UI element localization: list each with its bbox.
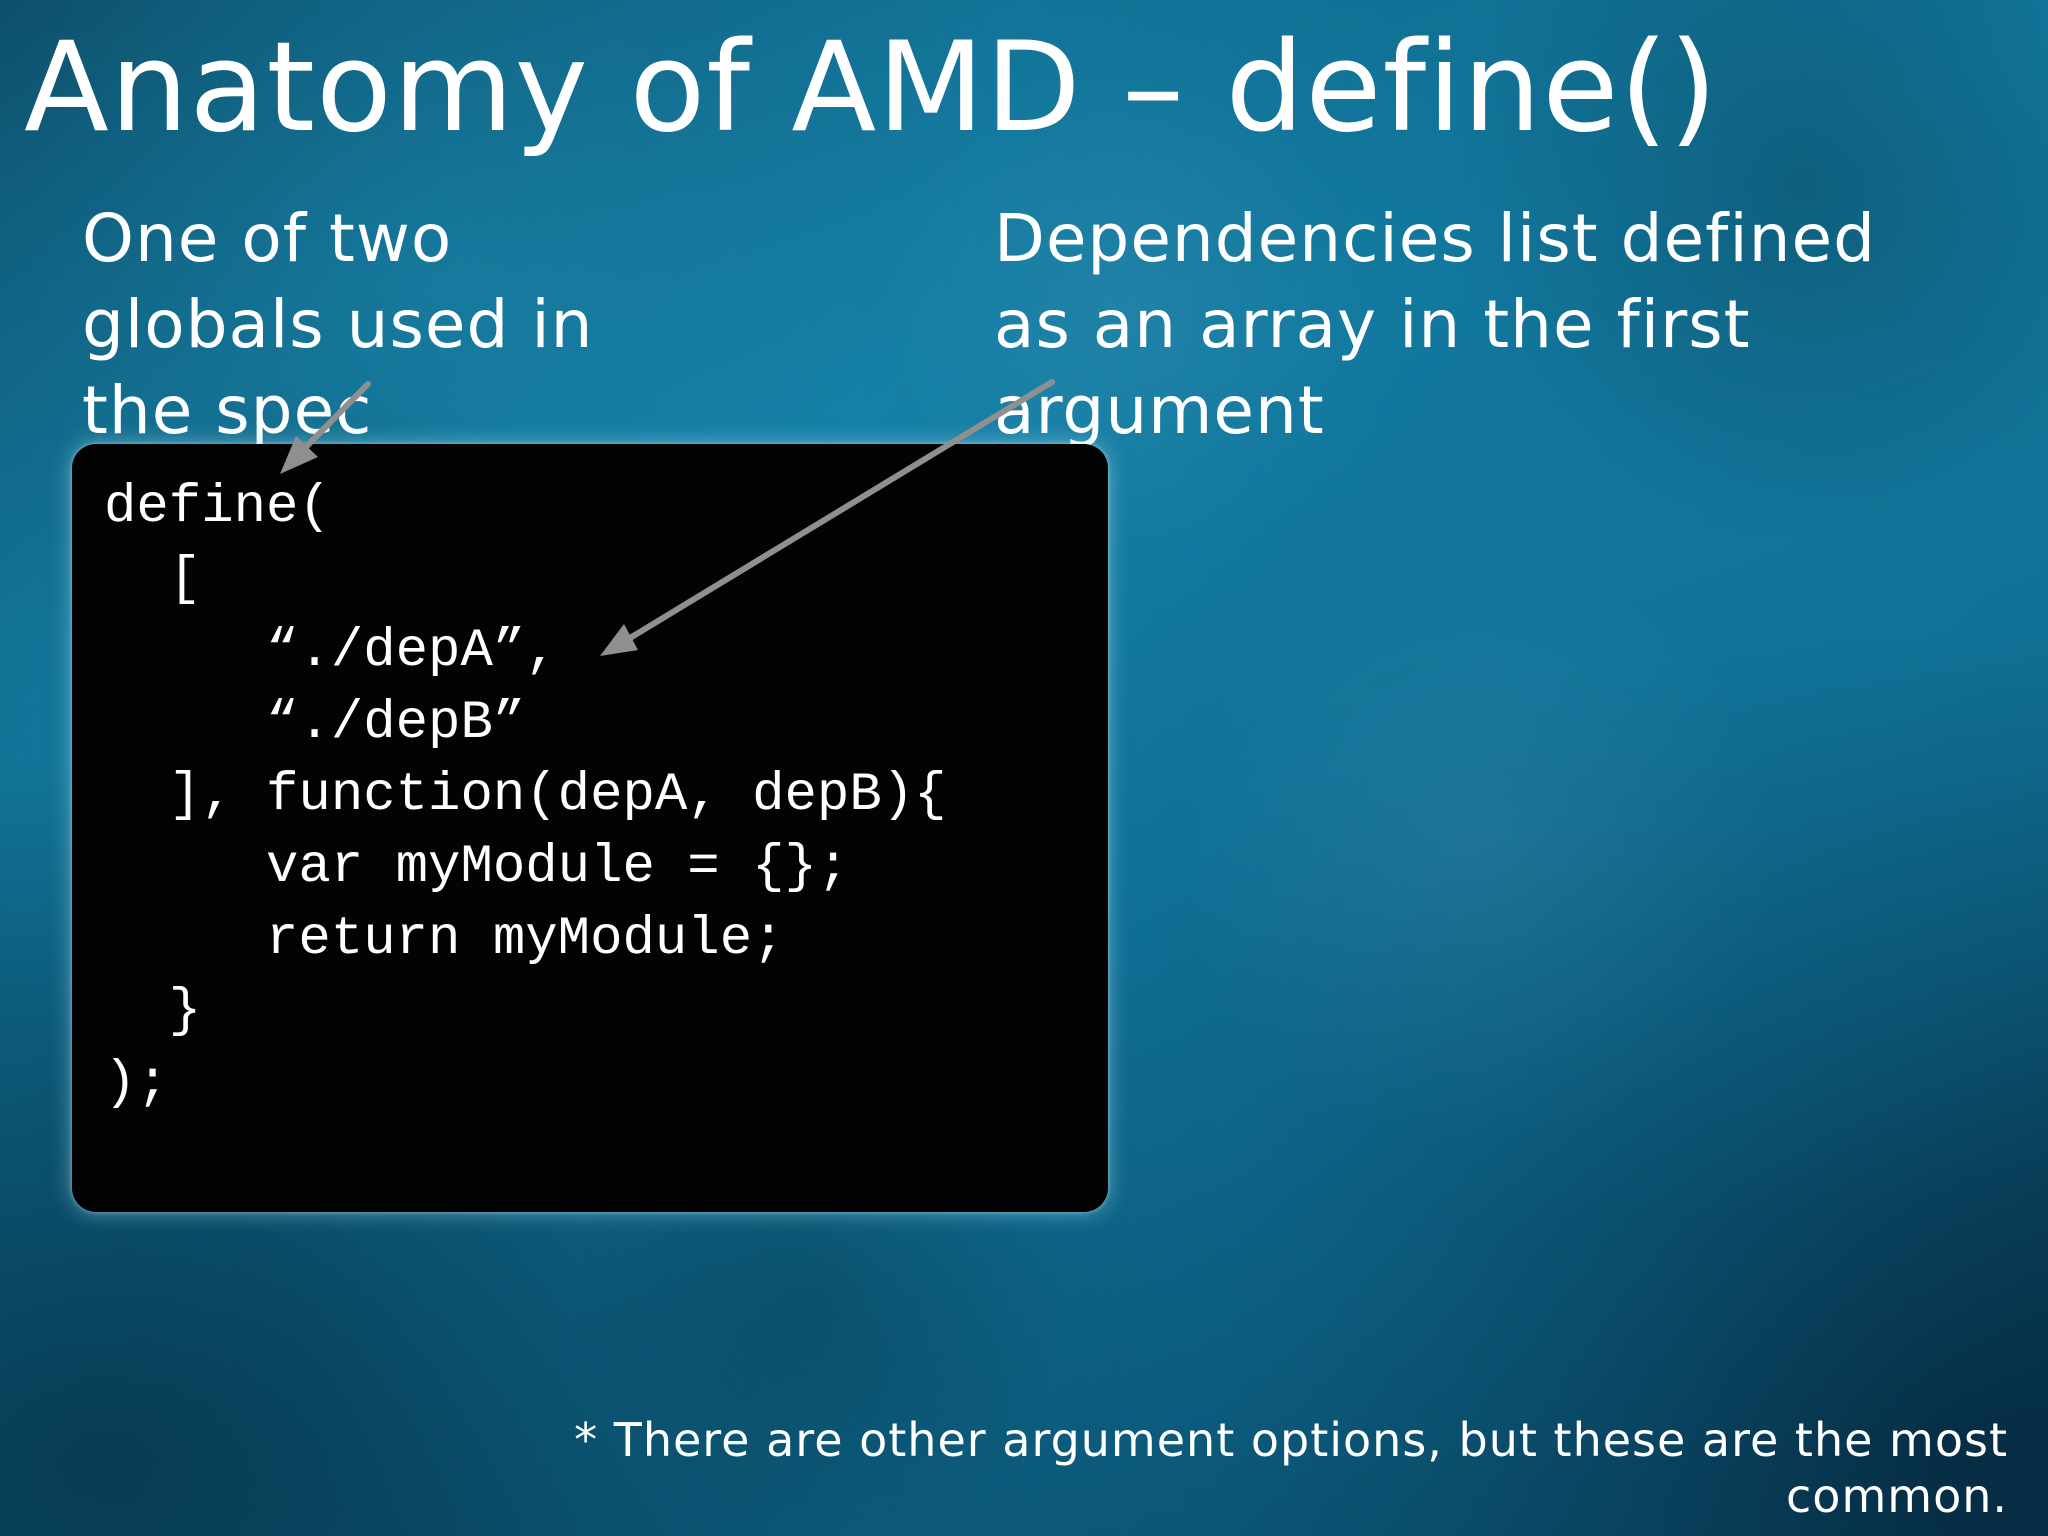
code-line: } [104, 981, 202, 1042]
code-line: ); [104, 1053, 169, 1114]
code-line: return myModule; [104, 909, 785, 970]
annotation-dependencies-line: as an array in the first [994, 286, 1751, 363]
code-line: var myModule = {}; [104, 837, 850, 898]
annotation-globals-line: the spec [82, 372, 373, 449]
annotation-globals-line: One of two [82, 200, 453, 277]
annotation-dependencies: Dependencies list defined as an array in… [994, 196, 1876, 454]
code-line: [ [104, 549, 202, 610]
code-line: “./depB” [104, 693, 526, 754]
code-line: define( [104, 477, 331, 538]
slide-title: Anatomy of AMD – define() [24, 16, 1719, 160]
annotation-globals: One of two globals used in the spec [82, 196, 594, 454]
footnote-line: * There are other argument options, but … [574, 1413, 2008, 1467]
annotation-globals-line: globals used in [82, 286, 594, 363]
annotation-dependencies-line: argument [994, 372, 1325, 449]
annotation-dependencies-line: Dependencies list defined [994, 200, 1877, 277]
code-line: ], function(depA, depB){ [104, 765, 947, 826]
footnote-line: common. [1786, 1469, 2008, 1523]
code-line: “./depA”, [104, 621, 558, 682]
footnote: * There are other argument options, but … [508, 1412, 2008, 1524]
code-block: define( [ “./depA”, “./depB” ], function… [72, 444, 1108, 1212]
